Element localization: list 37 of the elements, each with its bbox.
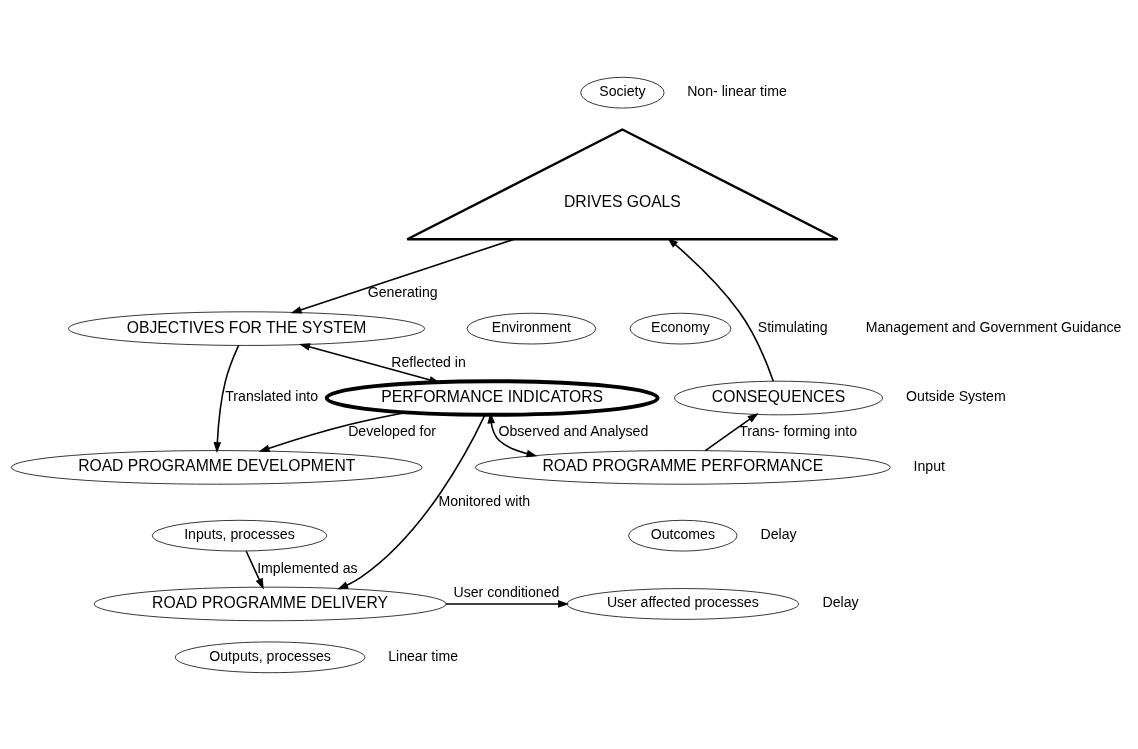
edge-label: Developed for xyxy=(348,422,437,439)
arrow xyxy=(487,411,538,457)
label: Delay xyxy=(822,593,859,610)
label: Input xyxy=(913,457,945,474)
edge-label: Reflected in xyxy=(391,353,466,370)
node-ellipse: Outputs, processes xyxy=(174,641,366,673)
node-ellipse: CONSEQUENCES xyxy=(674,380,883,415)
label: Non- linear time xyxy=(687,82,787,99)
edge-label: Translated into xyxy=(225,387,319,404)
arrow xyxy=(337,413,486,590)
label: Management and Government Guidance xyxy=(865,318,1122,335)
node-ellipse: PERFORMANCE INDICATORS xyxy=(324,378,660,417)
arrow xyxy=(245,550,264,589)
node-ellipse: Environment xyxy=(466,312,597,344)
arrow xyxy=(213,344,240,453)
node-ellipse: User affected processes xyxy=(566,587,799,620)
node-ellipse: ROAD PROGRAMME DEVELOPMENT xyxy=(10,449,423,485)
node-ellipse: Economy xyxy=(629,312,732,344)
edge-label: User conditioned xyxy=(453,583,560,600)
arrow xyxy=(704,412,759,451)
edge-label: Implemented as xyxy=(257,559,358,576)
node-ellipse: Society xyxy=(580,76,665,108)
edge-label: Monitored with xyxy=(438,492,531,509)
edge-label: Observed and Analysed xyxy=(498,422,649,439)
arrow xyxy=(445,599,570,608)
edge-label: Trans- forming into xyxy=(739,422,858,439)
label: Delay xyxy=(760,525,797,542)
label: Outside System xyxy=(906,387,1006,404)
node-ellipse: Inputs, processes xyxy=(151,519,327,551)
node-ellipse: Outcomes xyxy=(628,519,738,551)
node-ellipse: OBJECTIVES FOR THE SYSTEM xyxy=(68,310,426,346)
node-ellipse: ROAD PROGRAMME DELIVERY xyxy=(93,586,447,621)
arrow xyxy=(667,237,775,382)
edge-label: Stimulating xyxy=(757,318,828,335)
label: Linear time xyxy=(388,647,458,664)
edge-label: Generating xyxy=(367,283,438,300)
arrow xyxy=(290,237,515,313)
